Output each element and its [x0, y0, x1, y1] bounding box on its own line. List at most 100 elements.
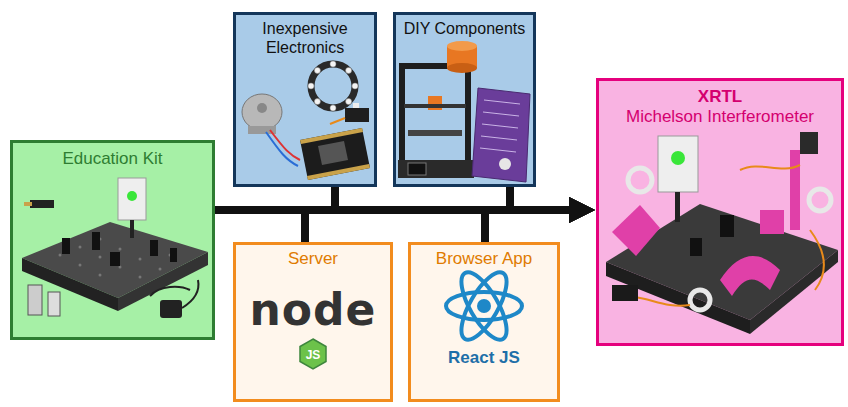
interferometer-setup-part [612, 205, 660, 256]
loose-components-part [182, 280, 198, 308]
microcontroller-board-part [300, 128, 363, 144]
loose-components [24, 200, 198, 318]
led-ring-part [314, 67, 320, 73]
interferometer-setup-part [800, 132, 818, 154]
3d-printer [398, 66, 474, 178]
servo-motor [330, 103, 369, 124]
component-box: Inexpensive Electronics [233, 12, 377, 187]
printed-circuit-board-part [484, 100, 520, 104]
printed-circuit-board-part [482, 124, 518, 128]
led-ring-part [346, 99, 352, 105]
flow-arrow [485, 197, 595, 242]
box-title: Server [284, 249, 342, 269]
optical-table-part [170, 248, 177, 262]
nodejs-hexagon-part [300, 339, 326, 369]
optical-table-part [118, 252, 208, 311]
interferometer-setup-part [612, 285, 638, 301]
loose-components-part [160, 300, 182, 318]
stepper-motor [242, 94, 300, 166]
component-box: DIY Components [393, 12, 536, 187]
stepper-motor-part [270, 130, 300, 160]
3d-printer-part [428, 96, 442, 110]
logo-text: Michelson Interferometer [622, 107, 818, 127]
interferometer-setup-part [720, 256, 780, 296]
logo-text: JS [302, 347, 325, 363]
led-ring-part [308, 83, 314, 89]
printed-circuit-board-part [483, 112, 519, 116]
servo-motor-part [353, 103, 359, 108]
optical-table-part [119, 248, 122, 251]
interferometer-setup-part [671, 151, 685, 165]
interferometer-setup-part [606, 204, 838, 320]
led-ring-part [330, 61, 336, 67]
microcontroller-board [300, 128, 370, 180]
servo-motor-part [330, 118, 345, 124]
interferometer-setup-part [760, 210, 784, 234]
led-ring-part [346, 67, 352, 73]
filament-spool-part [447, 46, 477, 68]
filament-spool-part [447, 63, 477, 73]
software-box: Browser AppReact JS [408, 242, 560, 402]
optical-table-part [110, 252, 120, 266]
printed-circuit-board-part [499, 158, 511, 170]
flow-arrow [510, 187, 595, 223]
led-ring-part [311, 64, 355, 108]
loose-components-part [150, 287, 190, 296]
optical-table-part [99, 256, 102, 259]
source-box: Education Kit [10, 140, 215, 340]
loose-components-part [48, 292, 60, 316]
interferometer-setup-part [750, 250, 838, 334]
box-title: Inexpensive Electronics [236, 19, 374, 57]
optical-table-part [59, 238, 172, 279]
microcontroller-board-part [307, 164, 370, 180]
microcontroller-board-part [300, 128, 370, 180]
3d-printer-part [408, 163, 426, 175]
interferometer-setup-part [690, 290, 710, 310]
react-atom-part [477, 299, 491, 313]
optical-table-part [139, 258, 142, 261]
stepper-motor-part [266, 132, 298, 166]
optical-table-part [150, 240, 158, 256]
box-title: DIY Components [400, 19, 530, 38]
optical-table-part [22, 258, 118, 311]
interferometer-setup-part [620, 297, 690, 306]
screen-with-spot-part [118, 178, 146, 220]
optical-table-part [59, 254, 62, 257]
servo-motor-part [345, 108, 369, 122]
box-title: Browser App [432, 249, 536, 269]
printed-circuit-board [472, 88, 530, 182]
optical-table-part [169, 254, 172, 257]
optical-table-part [99, 238, 102, 241]
nodejs-hexagon [300, 339, 326, 369]
loose-components-part [24, 202, 32, 206]
screen-with-spot-part [127, 191, 137, 201]
screen-with-spot [118, 178, 146, 238]
arrow-head [569, 197, 595, 223]
3d-printer-part [398, 160, 474, 178]
optical-table-part [139, 276, 142, 279]
optical-table-part [79, 264, 82, 267]
box-title: Education Kit [58, 149, 166, 169]
stepper-motor-part [257, 103, 267, 113]
optical-table-part [79, 246, 82, 249]
react-atom [446, 266, 522, 346]
software-box: ServernodeJS [233, 242, 393, 402]
led-ring [308, 61, 358, 111]
3d-printer-part [408, 130, 462, 136]
interferometer-setup-part [658, 136, 698, 192]
optical-table-part [159, 268, 162, 271]
react-atom-part [453, 266, 515, 346]
printed-circuit-board-part [480, 100, 520, 152]
flow-arrow [335, 187, 595, 223]
loose-components-part [28, 285, 42, 315]
screen-with-spot-part [130, 220, 134, 238]
arrow-head [569, 197, 595, 223]
flow-line [485, 210, 573, 242]
interferometer-setup-part [690, 238, 702, 256]
printed-circuit-board-part [480, 148, 516, 152]
logo-text: React JS [444, 347, 524, 369]
arrow-head [569, 197, 595, 223]
interferometer-setup-part [809, 189, 831, 211]
led-ring-part [308, 61, 358, 111]
